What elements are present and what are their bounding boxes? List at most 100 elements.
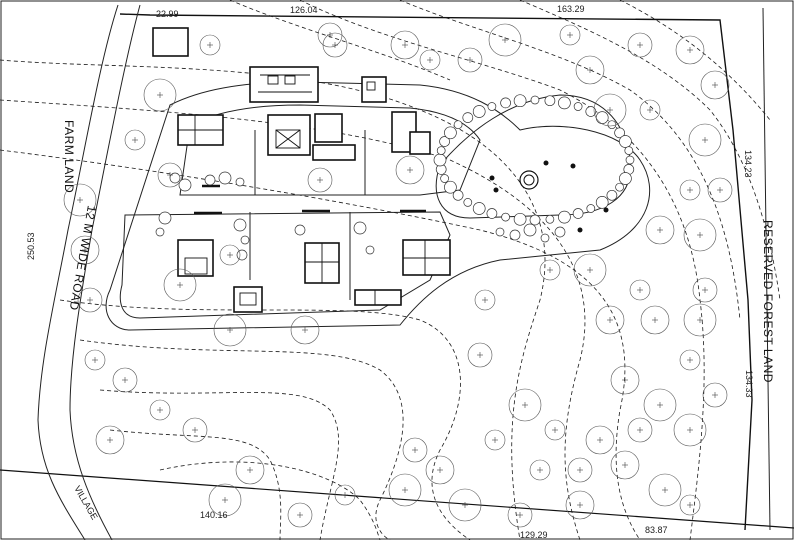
building-east-1 bbox=[391, 111, 431, 155]
shrub-symbol bbox=[365, 245, 375, 255]
tree-symbol bbox=[643, 388, 677, 422]
label-reserved-forest: RESERVED FOREST LAND bbox=[761, 220, 775, 383]
shrub-symbol bbox=[240, 235, 250, 245]
dim-left: 250.53 bbox=[26, 232, 36, 260]
tree-symbol bbox=[639, 99, 661, 121]
shrub-symbol bbox=[433, 153, 447, 167]
tree-symbol bbox=[679, 494, 701, 516]
road-edge-left bbox=[37, 4, 119, 540]
tree-symbol bbox=[213, 313, 247, 347]
tree-symbol bbox=[702, 382, 728, 408]
shrub-symbol bbox=[595, 196, 609, 209]
tree-symbol bbox=[700, 70, 730, 100]
shrub-symbol bbox=[529, 214, 541, 226]
tree-symbol bbox=[692, 277, 718, 303]
site-boundary bbox=[119, 13, 753, 531]
tree-symbol bbox=[124, 129, 146, 151]
tree-symbol bbox=[402, 437, 428, 463]
shrub-symbol bbox=[169, 172, 181, 184]
shrub-symbol bbox=[558, 210, 571, 224]
tree-symbol bbox=[235, 455, 265, 485]
tree-symbol bbox=[219, 244, 241, 266]
parking-stalls bbox=[194, 184, 426, 215]
shrub-symbol bbox=[530, 95, 540, 105]
shrub-symbol bbox=[440, 174, 449, 183]
tree-symbol bbox=[334, 484, 356, 506]
shrub-symbol bbox=[158, 211, 172, 225]
tree-symbol bbox=[585, 425, 615, 455]
shrub-symbol bbox=[523, 223, 537, 237]
tree-symbol bbox=[507, 502, 533, 528]
shrub-symbol bbox=[453, 120, 463, 130]
tree-symbol bbox=[573, 253, 607, 287]
tree-symbol bbox=[544, 419, 566, 441]
tree-symbol bbox=[448, 488, 482, 522]
building-north-block bbox=[249, 66, 319, 103]
tree-symbol bbox=[648, 473, 682, 507]
tree-symbol bbox=[683, 303, 717, 337]
tree-symbol bbox=[70, 235, 100, 265]
tree-symbol bbox=[77, 287, 103, 313]
tree-symbol bbox=[467, 342, 493, 368]
building-west-1 bbox=[177, 114, 224, 146]
dim-bottom-right: 83.87 bbox=[645, 525, 668, 535]
tree-symbol bbox=[425, 455, 455, 485]
tree-symbol bbox=[610, 450, 640, 480]
tree-symbol bbox=[484, 429, 506, 451]
tree-symbol bbox=[457, 47, 483, 73]
shrub-symbol bbox=[513, 94, 527, 108]
tree-symbol bbox=[182, 417, 208, 443]
tree-symbol bbox=[112, 367, 138, 393]
shrub-symbol bbox=[558, 96, 571, 110]
tree-symbols bbox=[63, 22, 733, 528]
shrub-symbol bbox=[462, 112, 474, 123]
shrub-symbol bbox=[495, 227, 505, 237]
shrub-symbol bbox=[236, 249, 248, 261]
tree-symbol bbox=[595, 305, 625, 335]
tree-symbol bbox=[208, 483, 242, 517]
dim-right-upper: 134.23 bbox=[743, 150, 753, 178]
tree-symbol bbox=[474, 289, 496, 311]
shrub-symbol bbox=[573, 102, 583, 111]
shrub-symbol bbox=[615, 182, 624, 192]
dim-right-lower: 134.33 bbox=[744, 370, 754, 398]
road-edge-right bbox=[69, 4, 141, 540]
tree-symbol bbox=[388, 473, 422, 507]
tree-symbol bbox=[395, 155, 425, 185]
tree-symbol bbox=[559, 24, 581, 46]
tree-symbol bbox=[673, 413, 707, 447]
tree-symbol bbox=[575, 55, 605, 85]
tree-symbol bbox=[508, 388, 542, 422]
tree-symbol bbox=[163, 268, 197, 302]
tree-symbol bbox=[322, 32, 348, 58]
building-south-5 bbox=[354, 289, 402, 306]
shrub-symbol bbox=[624, 146, 634, 155]
label-farm-land: FARM LAND bbox=[62, 120, 76, 193]
shrub-symbol bbox=[540, 233, 550, 243]
shrub-symbol bbox=[595, 111, 609, 124]
shrub-symbol bbox=[607, 120, 617, 130]
tree-symbol bbox=[675, 35, 705, 65]
shrub-symbol bbox=[500, 97, 511, 109]
shrub-symbol bbox=[235, 177, 245, 187]
tree-symbol bbox=[149, 399, 171, 421]
shrub-symbol bbox=[463, 198, 473, 207]
label-road: 12 M WIDE ROAD bbox=[67, 204, 99, 311]
shrub-symbol bbox=[509, 229, 521, 241]
tree-symbol bbox=[707, 177, 733, 203]
tree-symbol bbox=[565, 490, 595, 520]
bottom-boundary bbox=[0, 469, 794, 529]
shrub-symbol bbox=[436, 146, 446, 155]
tree-symbol bbox=[683, 218, 717, 252]
building-south-4 bbox=[233, 286, 263, 313]
shrub-symbol bbox=[218, 171, 232, 185]
shrub-symbol bbox=[625, 155, 635, 165]
tree-symbol bbox=[95, 425, 125, 455]
shrub-symbol bbox=[544, 95, 556, 107]
tree-symbol bbox=[679, 349, 701, 371]
shrub-symbol bbox=[487, 102, 497, 111]
building-south-2 bbox=[304, 242, 340, 284]
shrub-symbol bbox=[294, 224, 306, 236]
building-south-1 bbox=[177, 239, 214, 277]
